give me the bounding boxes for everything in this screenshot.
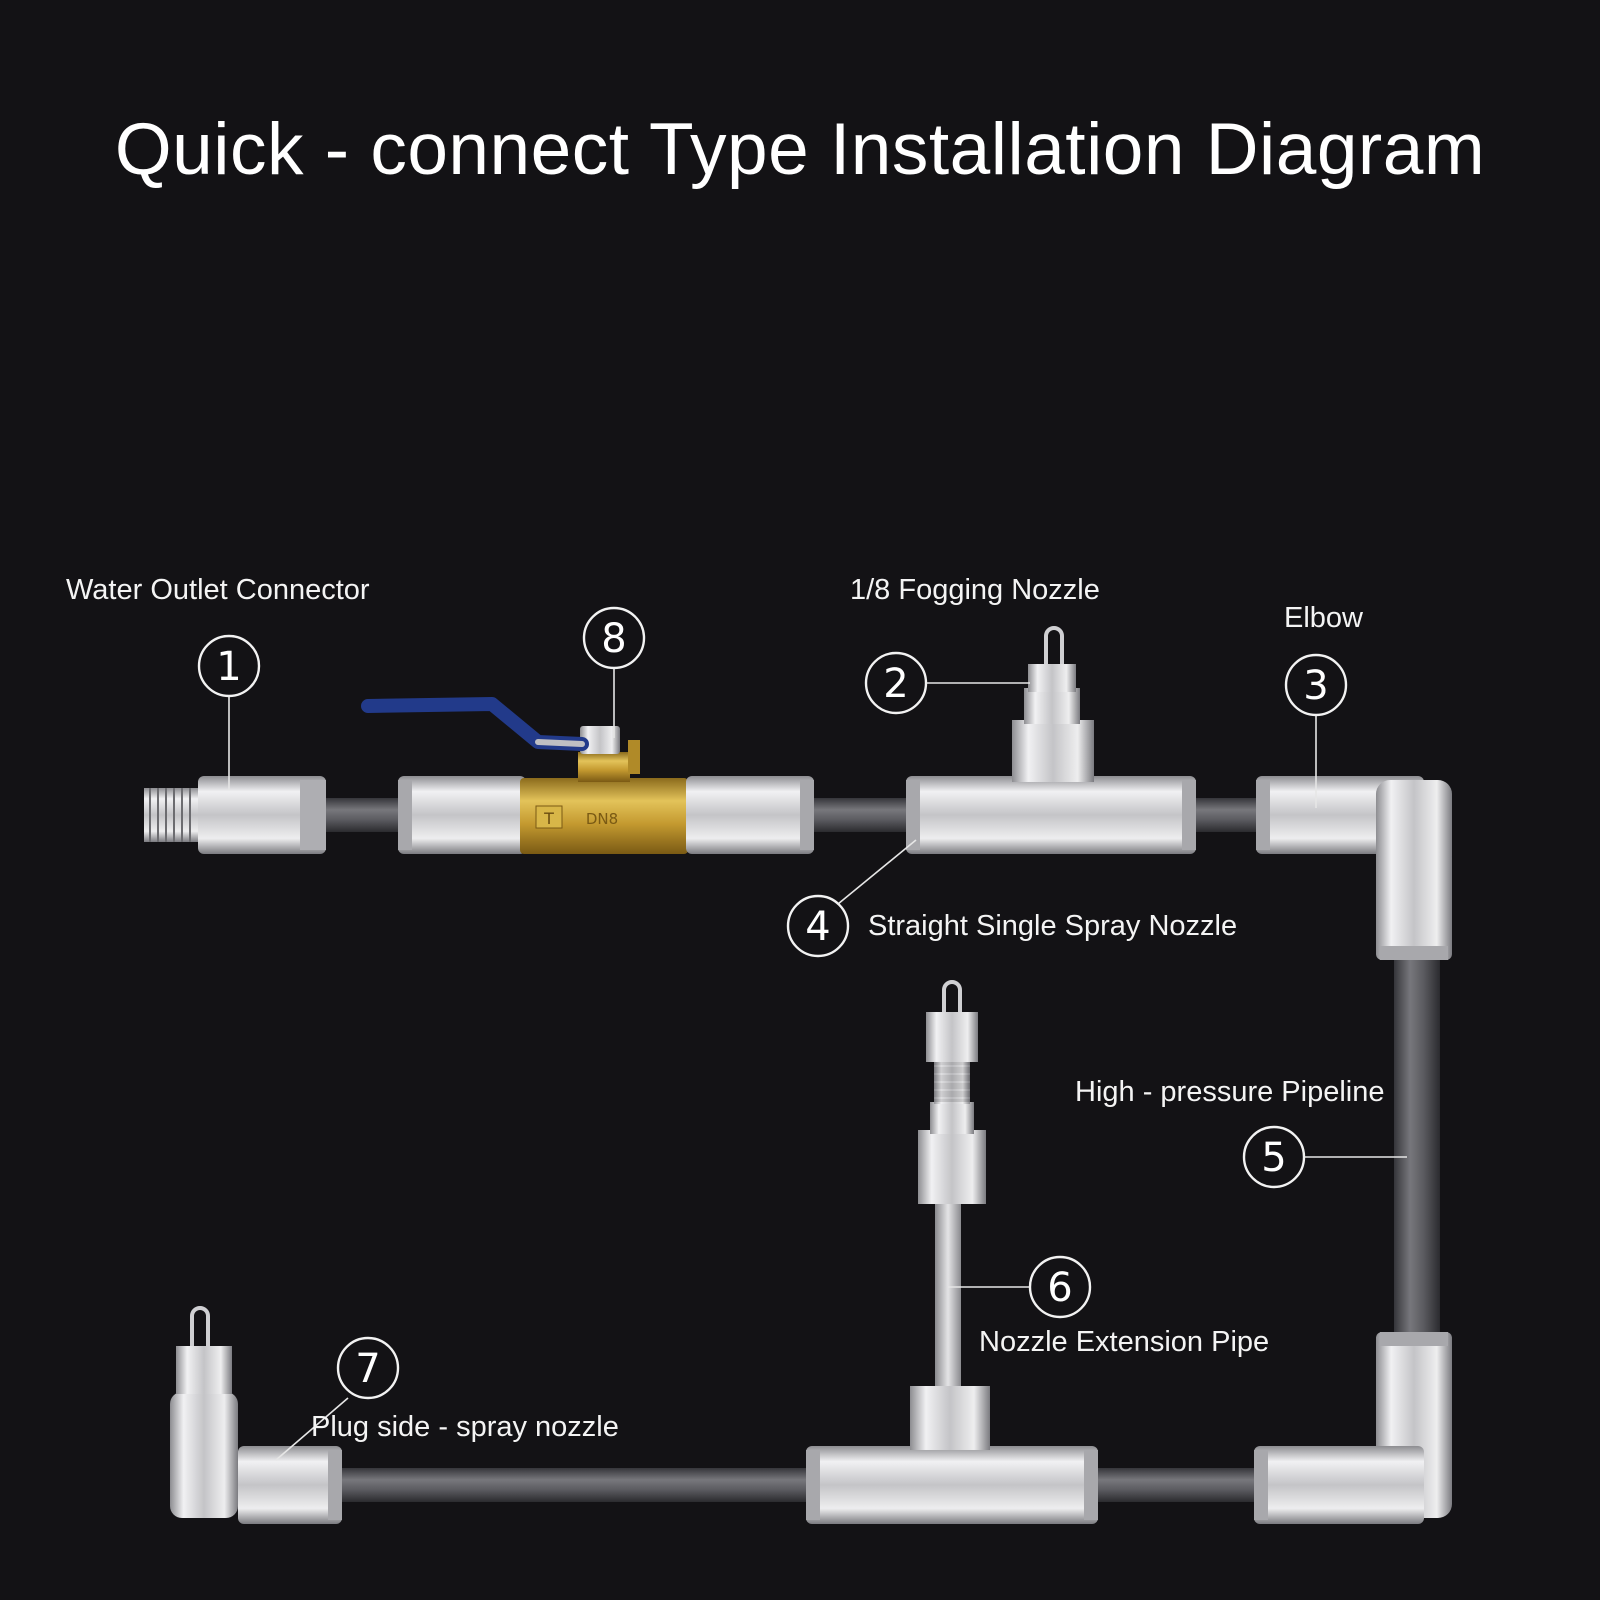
callout-circle-7 (336, 1336, 400, 1400)
callout-circle-8 (582, 606, 646, 670)
valve-left-connector (398, 776, 526, 854)
elbow-bottom (1254, 1332, 1452, 1524)
elbow-top (1256, 776, 1452, 960)
callout-circle-5 (1242, 1125, 1306, 1189)
callout-numbers: 1 8 2 3 4 5 6 7 (216, 616, 1328, 1392)
callout-circle-4 (786, 894, 850, 958)
leader-lines (228, 669, 1407, 1461)
callout-circle-3 (1284, 653, 1348, 717)
label-fogging-nozzle: 1/8 Fogging Nozzle (850, 574, 1100, 606)
diagram-title: Quick - connect Type Installation Diagra… (114, 109, 1486, 190)
ball-valve: T DN8 (361, 697, 814, 854)
callout-circles (197, 606, 1348, 1400)
leader-4 (837, 839, 917, 905)
high-pressure-pipeline (1394, 958, 1440, 1338)
pipe-top-mid (808, 798, 912, 832)
fogging-nozzle-top (1028, 664, 1076, 692)
pipe-bottom-right (1096, 1468, 1258, 1502)
callout-number-3: 3 (1303, 663, 1328, 709)
valve-marking-left: T (543, 809, 554, 828)
callout-number-2: 2 (883, 661, 908, 707)
label-plug-side-spray-nozzle: Plug side - spray nozzle (311, 1411, 619, 1443)
label-elbow: Elbow (1284, 602, 1363, 634)
callout-circle-2 (864, 651, 928, 715)
callout-number-5: 5 (1261, 1135, 1286, 1181)
pipe-top-left (322, 798, 398, 832)
label-straight-single-spray-nozzle: Straight Single Spray Nozzle (868, 910, 1238, 942)
bottom-tee-fitting (806, 1386, 1098, 1524)
callout-circle-1 (197, 634, 261, 698)
valve-marking-right: DN8 (586, 810, 618, 828)
valve-brass-body (520, 778, 688, 854)
label-water-outlet-connector: Water Outlet Connector (66, 574, 370, 606)
valve-right-connector (686, 776, 814, 854)
callout-number-8: 8 (601, 616, 626, 662)
pipe-top-right (1196, 798, 1258, 832)
top-tee-fitting (906, 626, 1196, 854)
nozzle-extension-pipe (935, 1200, 961, 1390)
leader-7 (275, 1397, 349, 1461)
plug-side-spray-nozzle (170, 1306, 342, 1524)
callout-number-1: 1 (216, 644, 241, 690)
water-outlet-connector (144, 776, 326, 854)
pipes (322, 798, 1440, 1502)
valve-handle (361, 697, 589, 751)
extension-nozzle-assembly (918, 980, 986, 1204)
callout-number-6: 6 (1047, 1265, 1072, 1311)
callout-number-4: 4 (805, 904, 830, 950)
callout-number-7: 7 (355, 1346, 380, 1392)
callout-circle-6 (1028, 1255, 1092, 1319)
label-nozzle-extension-pipe: Nozzle Extension Pipe (979, 1326, 1270, 1358)
extension-nozzle-top (926, 1012, 978, 1062)
pipe-bottom-left (338, 1468, 812, 1502)
label-high-pressure-pipeline: High - pressure Pipeline (1075, 1076, 1385, 1108)
